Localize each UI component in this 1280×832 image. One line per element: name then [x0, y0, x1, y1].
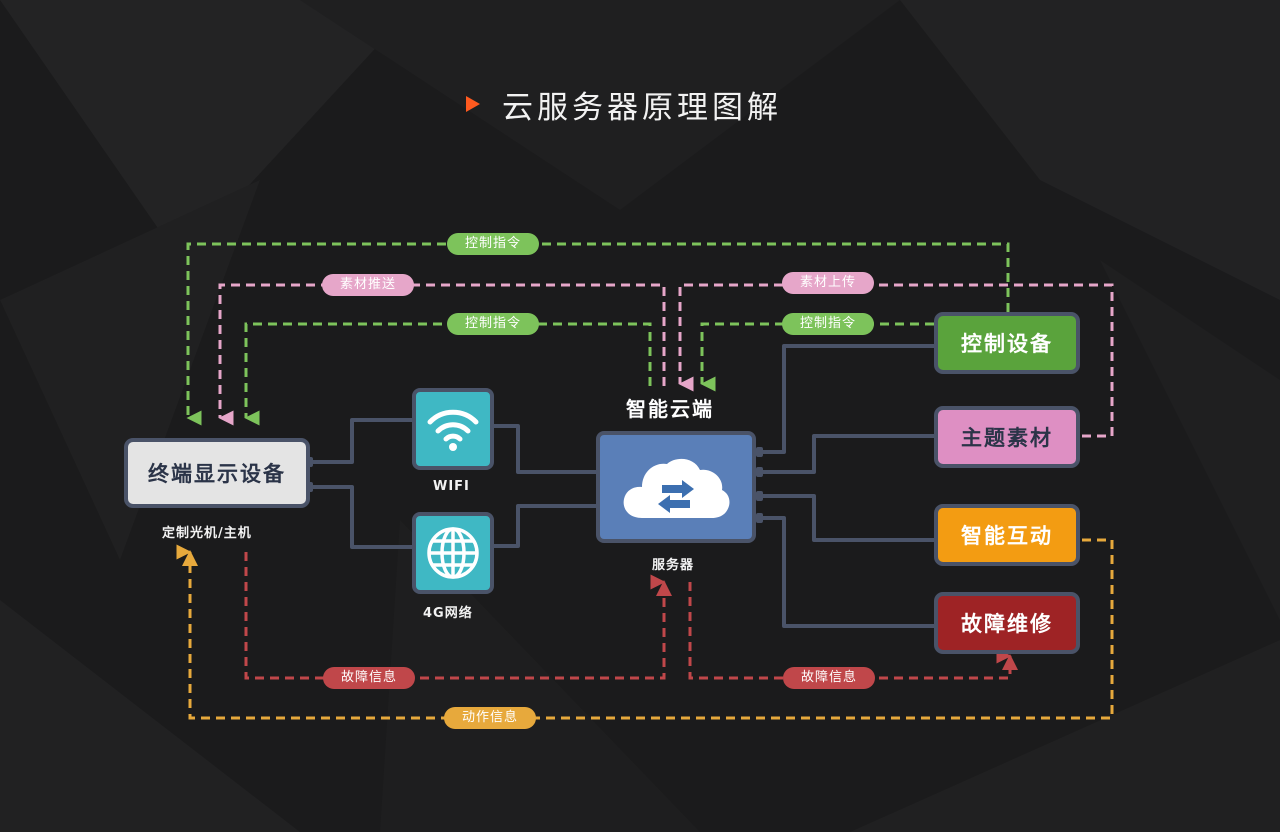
cable-4g-server	[494, 504, 596, 548]
flow-material-upload-pill: 素材上传	[782, 272, 874, 294]
arrowhead-fault-left	[656, 580, 672, 596]
cable-terminal-4g	[310, 485, 412, 549]
port	[756, 513, 763, 523]
diagram-title: 云服务器原理图解	[466, 84, 782, 126]
cable-server-control	[760, 344, 934, 454]
theme-material-label: 主题素材	[961, 426, 1053, 450]
flow-action-info-line	[176, 538, 1114, 720]
control-device-box[interactable]: 控制设备	[934, 312, 1080, 374]
flow-fault-left-line	[244, 552, 666, 680]
wifi-tile[interactable]	[412, 388, 494, 470]
wifi-icon	[427, 409, 479, 451]
smart-interaction-box[interactable]: 智能互动	[934, 504, 1080, 566]
play-triangle-icon	[466, 96, 480, 112]
arrowhead-fault-right	[1002, 654, 1018, 670]
network-4g-caption: 4G网络	[423, 606, 473, 621]
flow-material-push-line	[218, 283, 666, 426]
terminal-display-box[interactable]: 终端显示设备	[124, 438, 310, 508]
control-device-label: 控制设备	[961, 332, 1053, 356]
server-box[interactable]	[596, 431, 756, 543]
network-4g-tile[interactable]	[412, 512, 494, 594]
arrowhead-action-info	[182, 550, 198, 566]
flow-material-upload-line	[678, 283, 1114, 438]
title-text: 云服务器原理图解	[502, 89, 782, 126]
cable-terminal-wifi	[310, 418, 412, 464]
flow-fault-right-pill: 故障信息	[783, 667, 875, 689]
flow-control-right-pill: 控制指令	[782, 313, 874, 335]
flow-material-push-pill: 素材推送	[322, 274, 414, 296]
flow-control-top-pill: 控制指令	[447, 233, 539, 255]
theme-material-box[interactable]: 主题素材	[934, 406, 1080, 468]
terminal-display-label: 终端显示设备	[148, 462, 286, 486]
fault-repair-label: 故障维修	[961, 612, 1053, 636]
flow-fault-left-pill: 故障信息	[323, 667, 415, 689]
cable-server-theme	[760, 434, 934, 474]
fault-repair-box[interactable]: 故障维修	[934, 592, 1080, 654]
cloud-sync-icon	[623, 458, 730, 518]
globe-icon	[427, 527, 479, 579]
terminal-caption: 定制光机/主机	[162, 526, 252, 541]
smart-interaction-label: 智能互动	[961, 524, 1053, 548]
flow-control-mid-pill: 控制指令	[447, 313, 539, 335]
smart-cloud-label: 智能云端	[626, 397, 714, 421]
port	[756, 491, 763, 501]
flow-action-info-pill: 动作信息	[444, 707, 536, 729]
port	[756, 467, 763, 477]
flow-control-top-line	[186, 242, 1010, 426]
server-caption: 服务器	[652, 558, 695, 573]
cable-server-interact	[760, 494, 934, 542]
cable-wifi-server	[494, 424, 596, 474]
port	[756, 447, 763, 457]
wifi-caption: WIFI	[433, 479, 470, 494]
cable-server-repair	[760, 516, 934, 628]
